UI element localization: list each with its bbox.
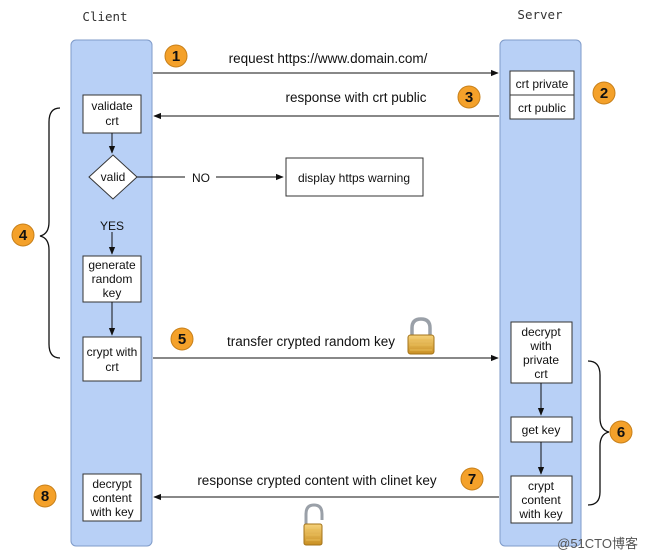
left-brace: [39, 107, 61, 359]
svg-text:2: 2: [600, 85, 608, 102]
validate-crt-line-2: crt: [105, 114, 119, 128]
svg-text:6: 6: [617, 424, 625, 441]
svg-text:3: 3: [465, 89, 473, 106]
message-response-content: response crypted content with clinet key: [197, 473, 437, 488]
decrypt-content-box: decrypt content with key: [82, 473, 142, 522]
no-label: NO: [192, 171, 210, 185]
svg-text:4: 4: [19, 227, 28, 244]
crt-public-label: crt public: [518, 101, 566, 115]
crt-keys-box: crt private crt public: [509, 70, 575, 120]
decrypt-private-line-3: private: [523, 353, 559, 367]
crypt-with-crt-line-1: crypt with: [87, 345, 138, 359]
crypt-with-crt-line-2: crt: [105, 360, 119, 374]
step-badge-8: 8: [33, 484, 57, 508]
message-response-crt: response with crt public: [285, 90, 426, 105]
valid-decision: valid: [88, 154, 138, 200]
decrypt-private-box: decrypt with private crt: [510, 321, 573, 384]
decrypt-content-line-3: with key: [89, 505, 133, 519]
generate-key-box: generate random key: [82, 255, 142, 303]
get-key-label: get key: [522, 423, 561, 437]
yes-label: YES: [100, 219, 124, 233]
generate-key-line-1: generate: [88, 258, 136, 272]
generate-key-line-3: key: [103, 286, 122, 300]
step-badge-7: 7: [460, 467, 484, 491]
validate-crt-line-1: validate: [91, 99, 133, 113]
server-header: Server: [517, 7, 563, 22]
crypt-content-line-1: crypt: [528, 479, 555, 493]
client-header: Client: [82, 9, 127, 24]
https-warning-label: display https warning: [298, 171, 410, 185]
svg-text:7: 7: [468, 471, 476, 488]
right-brace: [587, 360, 610, 506]
crt-private-label: crt private: [516, 77, 569, 91]
decrypt-content-line-2: content: [92, 491, 132, 505]
svg-text:8: 8: [41, 488, 49, 505]
watermark: @51CTO博客: [557, 536, 638, 551]
closed-lock-icon: [407, 317, 435, 355]
decrypt-private-line-4: crt: [534, 367, 548, 381]
open-lock-icon: [303, 503, 324, 546]
valid-label: valid: [101, 170, 126, 184]
https-warning-box: display https warning: [285, 157, 424, 197]
decrypt-private-line-2: with: [529, 339, 551, 353]
message-transfer-key: transfer crypted random key: [227, 334, 395, 349]
decrypt-content-line-1: decrypt: [92, 477, 132, 491]
svg-text:1: 1: [172, 48, 180, 65]
step-badge-3: 3: [457, 85, 481, 109]
crypt-content-line-3: with key: [518, 507, 562, 521]
step-badge-2: 2: [592, 81, 616, 105]
get-key-box: get key: [510, 416, 573, 443]
crypt-content-line-2: content: [521, 493, 561, 507]
generate-key-line-2: random: [92, 272, 133, 286]
validate-crt-box: validate crt: [82, 94, 142, 134]
step-badge-5: 5: [170, 327, 194, 351]
message-request: request https://www.domain.com/: [229, 51, 428, 66]
step-badge-6: 6: [609, 420, 633, 444]
svg-text:5: 5: [178, 331, 186, 348]
step-badge-1: 1: [164, 44, 188, 68]
step-badge-4: 4: [11, 223, 35, 247]
crypt-content-box: crypt content with key: [510, 475, 573, 524]
decrypt-private-line-1: decrypt: [521, 325, 561, 339]
crypt-with-crt-box: crypt with crt: [82, 336, 142, 382]
